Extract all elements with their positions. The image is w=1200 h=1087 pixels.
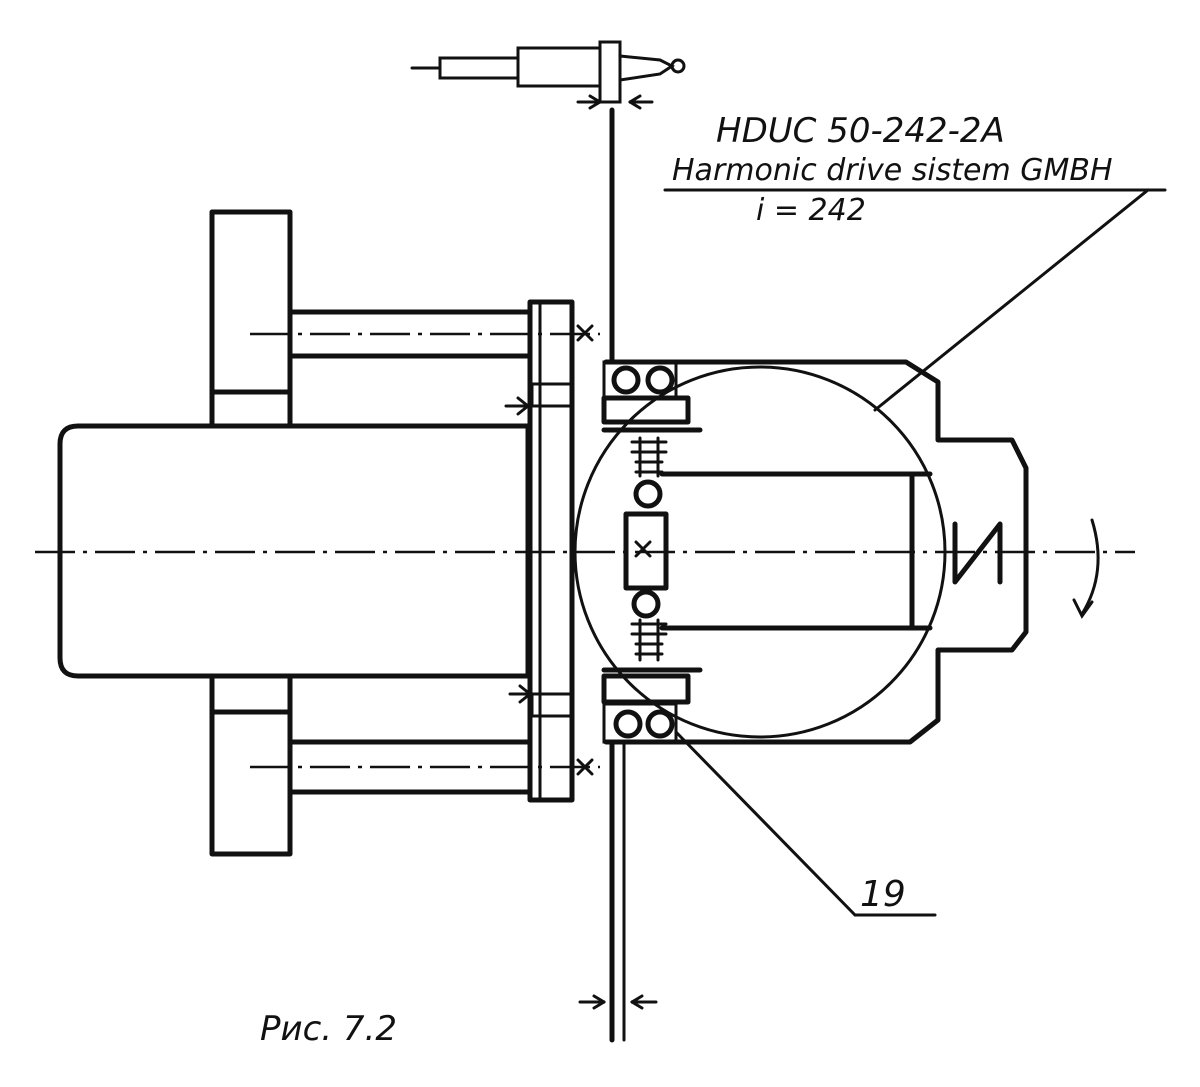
input-bore [659, 471, 915, 631]
arrows-probe [576, 94, 658, 1010]
model-label: HDUC 50-242-2A [716, 111, 1005, 151]
arrows-flange [504, 396, 532, 704]
bolt-bottom [250, 739, 600, 795]
flange [527, 299, 575, 803]
callout-label: 19 [860, 874, 906, 915]
wall-top [209, 209, 293, 429]
rotation-arrow-icon [1080, 518, 1100, 616]
maker-label: Harmonic drive sistem GMBH [672, 153, 1113, 188]
wall-bottom [209, 673, 293, 857]
bolt-top [250, 309, 600, 359]
central-element [623, 511, 669, 591]
x-marks [576, 324, 652, 776]
ratio-label: i = 242 [756, 193, 866, 228]
bearings-bottom [601, 667, 703, 744]
wave-generator [573, 365, 947, 739]
drive-housing [603, 359, 1029, 745]
vertical-shaft [609, 107, 626, 1043]
flex-spline-teeth [630, 436, 668, 662]
figure-caption: Рис. 7.2 [260, 1009, 397, 1049]
output-shaft [57, 423, 531, 679]
probe-tool-icon [410, 40, 686, 104]
leader-lines [663, 188, 1167, 917]
input-coupling [952, 521, 1003, 585]
bearings-top [601, 360, 703, 433]
